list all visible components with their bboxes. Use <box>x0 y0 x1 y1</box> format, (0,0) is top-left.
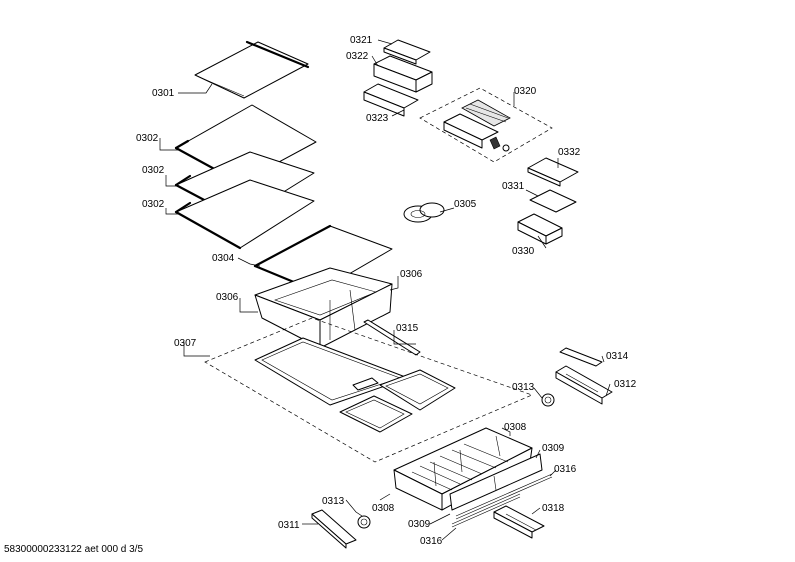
filter-0331 <box>529 189 577 213</box>
callout-labels: 0321 0322 0323 0320 0301 0302 0302 0302 … <box>136 35 637 547</box>
label-0315: 0315 <box>396 323 419 334</box>
bracket-0321 <box>383 39 431 65</box>
label-0311: 0311 <box>278 520 300 531</box>
label-0302-middle: 0302 <box>142 165 165 176</box>
label-0307: 0307 <box>174 338 197 349</box>
label-0318: 0318 <box>542 503 565 514</box>
label-0302-bottom: 0302 <box>142 199 165 210</box>
label-0309-upper: 0309 <box>542 443 565 454</box>
label-0306-left: 0306 <box>216 292 239 303</box>
label-0313-lower: 0313 <box>322 496 345 507</box>
label-0309-lower: 0309 <box>408 519 431 530</box>
label-0312: 0312 <box>614 379 637 390</box>
strip-0316-upper <box>455 473 553 520</box>
filter-0305 <box>403 202 445 223</box>
label-0306-right: 0306 <box>400 269 423 280</box>
roller-0313-lower <box>357 515 371 529</box>
label-0331: 0331 <box>502 181 525 192</box>
label-0323: 0323 <box>366 113 389 124</box>
glass-shelf-0301 <box>194 40 310 99</box>
tray-0323 <box>363 83 419 117</box>
lamp-assembly-0320 <box>419 87 553 163</box>
rail-0314 <box>559 347 603 367</box>
leader-lines <box>159 39 611 541</box>
label-0314: 0314 <box>606 351 629 362</box>
slide-0318 <box>493 505 545 539</box>
container-0330 <box>517 213 563 245</box>
drawing-number: 58300000233122 aet 000 d 3/5 <box>4 544 143 555</box>
label-0330: 0330 <box>512 246 535 257</box>
housing-0322 <box>373 55 433 93</box>
label-0332: 0332 <box>558 147 581 158</box>
label-0321: 0321 <box>350 35 373 46</box>
strip-0316-lower <box>451 493 521 528</box>
label-0316-lower: 0316 <box>420 536 443 547</box>
glass-shelf-0302-bottom <box>174 179 315 250</box>
label-0316-upper: 0316 <box>554 464 577 475</box>
roller-0313-upper <box>541 393 555 407</box>
label-0322: 0322 <box>346 51 369 62</box>
front-panel-0309 <box>449 453 543 511</box>
label-0320: 0320 <box>514 86 537 97</box>
label-0304: 0304 <box>212 253 235 264</box>
label-0308-lower: 0308 <box>372 503 395 514</box>
cover-frame-0307 <box>204 317 533 463</box>
lid-0332 <box>527 157 579 187</box>
crisper-drawer-0306 <box>254 267 393 349</box>
slide-0312 <box>555 365 613 405</box>
label-0302-top: 0302 <box>136 133 159 144</box>
label-0305: 0305 <box>454 199 477 210</box>
label-0301: 0301 <box>152 88 175 99</box>
label-0308-upper: 0308 <box>504 422 527 433</box>
slide-0311 <box>311 509 357 549</box>
label-0313-upper: 0313 <box>512 382 535 393</box>
